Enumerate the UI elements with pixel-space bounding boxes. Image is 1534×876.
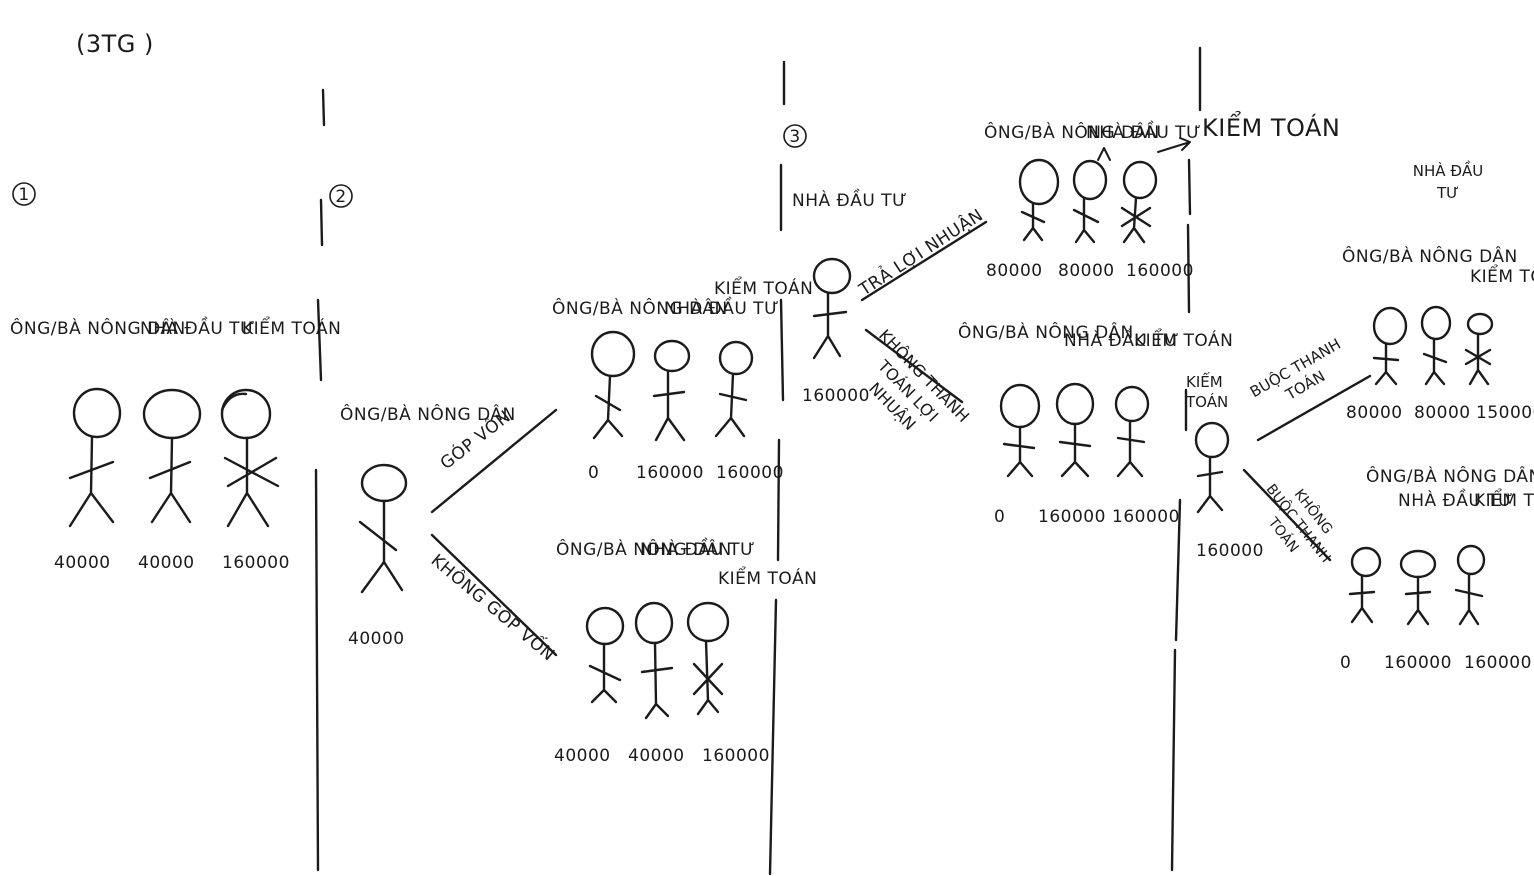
panel-4-top-player-farmer: ÔNG/BÀ NÔNG DÂN <box>1342 245 1518 267</box>
panel-4-bottom-payoff-investor: 160000 <box>1384 653 1452 673</box>
panel-3: 3 NHÀ ĐẦU TƯ 160000 TRẢ LỢI NHUẬN KHÔNG … <box>779 110 1341 527</box>
panel-2-branch-noinvest-label: KHÔNG GÓP VỐN <box>427 547 561 665</box>
stick-figure-head <box>814 259 850 293</box>
panel-4-top-figures <box>1374 307 1492 384</box>
panel-1-payoff-auditor: 160000 <box>222 553 290 573</box>
panel-3-number: 3 <box>789 127 800 147</box>
stick-figure-head <box>1401 551 1435 577</box>
panel-1-player-auditor: KIỂM TOÁN <box>242 315 341 339</box>
panel-3-decision-figure <box>814 259 850 358</box>
panel-1-number: 1 <box>18 185 29 205</box>
panel-2-decision-figure <box>360 465 406 592</box>
stick-figure-head <box>688 603 728 641</box>
stick-figure-head <box>587 608 623 644</box>
panel-4-top-payoff-auditor: 150000 <box>1476 403 1534 423</box>
panel-4-bottom-figures <box>1350 546 1484 624</box>
panel-2: 2 ÔNG/BÀ NÔNG DÂN 40000 GÓP VỐN KHÔNG GÓ… <box>330 185 817 766</box>
stick-figure-head <box>144 390 200 438</box>
panel-4-top-note: NHÀ ĐẦU TƯ <box>1408 160 1488 204</box>
stick-figure-head <box>1057 384 1093 424</box>
panel-4-top-note-wrap: NHÀ ĐẦU TƯ <box>1408 160 1498 220</box>
panel-3-top-figures <box>1020 160 1156 242</box>
panel-4: NHÀ ĐẦU TƯ KIỂM TOÁN 160000 BUỘC THANH T… <box>1186 160 1534 673</box>
stick-figure-head <box>1074 161 1106 199</box>
stick-figure-head <box>1468 314 1492 334</box>
panel-4-bottom-payoff-farmer: 0 <box>1340 653 1351 673</box>
panel-2-top-figures <box>592 332 752 440</box>
stick-figure-head <box>1116 387 1148 421</box>
panel-2-top-payoff-investor: 160000 <box>636 463 704 483</box>
panel-4-decision-figure <box>1196 423 1228 512</box>
panel-3-bottom-payoff-farmer: 0 <box>994 507 1005 527</box>
panel-4-branch-noforce-wrap: KHÔNG BUỘC THANH TOÁN <box>1220 469 1352 603</box>
stick-figure-head <box>1422 307 1450 339</box>
panel-3-branch-pay-label: TRẢ LỢI NHUẬN <box>853 203 987 301</box>
stick-figure-head <box>1374 308 1406 344</box>
sheet-title: (3TG ) <box>76 30 154 58</box>
panel-4-decision-maker: KIỂM TOÁN <box>1186 372 1242 412</box>
stick-figure-head <box>655 341 689 371</box>
panel-2-bottom-payoff-investor: 40000 <box>628 746 685 766</box>
stick-figure-head <box>636 603 672 643</box>
panel-1-player-investor: NHÀ ĐẦU TƯ <box>140 315 255 339</box>
panel-3-bottom-payoff-investor: 160000 <box>1038 507 1106 527</box>
panel-3-top-payoff-investor: 80000 <box>1058 261 1115 281</box>
panel-1-payoff-investor: 40000 <box>138 553 195 573</box>
panel-3-branch-nopay-wrap: KHÔNG THANH TOÁN LỢI NHUẬN <box>779 322 984 527</box>
panel-3-decision-maker: NHÀ ĐẦU TƯ <box>792 187 907 211</box>
panel-4-branch-force-wrap: BUỘC THANH TOÁN <box>1237 325 1385 451</box>
stick-figure-head <box>1020 160 1058 204</box>
panel-4-bottom-payoff-auditor: 160000 <box>1464 653 1532 673</box>
panel-2-bottom-payoff-farmer: 40000 <box>554 746 611 766</box>
panel-4-top-player-auditor: KIỂM TOÁN <box>1470 263 1534 287</box>
stick-figure-head <box>74 389 120 437</box>
panel-1: 1 ÔNG/BÀ NÔNG DÂN NHÀ ĐẦU TƯ KIỂM TOÁN 4… <box>10 183 341 573</box>
stick-figure-head <box>592 332 634 376</box>
panel-2-top-payoff-farmer: 0 <box>588 463 599 483</box>
stick-figure-head <box>1352 548 1380 576</box>
panel-4-bottom-player-farmer: ÔNG/BÀ NÔNG DÂN <box>1366 465 1534 487</box>
panel-3-top-payoff-auditor: 160000 <box>1126 261 1194 281</box>
stick-figure-head <box>1124 162 1156 198</box>
stick-figure-head <box>362 465 406 501</box>
panel-2-decision-value: 40000 <box>348 629 405 649</box>
stick-figure-head <box>222 390 270 438</box>
panel-4-bottom-player-auditor: KIỂM TOÁN <box>1474 487 1534 511</box>
panel-2-bottom-player-investor: NHÀ ĐẦU TƯ <box>640 536 755 560</box>
panel-2-bottom-player-auditor: KIỂM TOÁN <box>718 565 817 589</box>
stick-figure-head <box>1001 385 1039 427</box>
panel-4-top-payoff-investor: 80000 <box>1414 403 1471 423</box>
panel-2-top-payoff-auditor: 160000 <box>716 463 784 483</box>
panel-2-number: 2 <box>335 187 346 207</box>
stick-figure-head <box>1196 423 1228 457</box>
panel-3-bottom-player-auditor: KIỂM TOÁN <box>1134 327 1233 351</box>
panel-3-top-payoff-farmer: 80000 <box>986 261 1043 281</box>
panel-3-bottom-payoff-auditor: 160000 <box>1112 507 1180 527</box>
panel-4-branch-noforce-label: KHÔNG BUỘC THANH TOÁN <box>1246 469 1350 580</box>
panel-3-branch-nopay-label: KHÔNG THANH TOÁN LỢI NHUẬN <box>839 322 977 461</box>
panel-4-decision-maker-wrap: KIỂM TOÁN <box>1186 372 1248 420</box>
stick-figure-head <box>720 342 752 374</box>
stick-figure-head <box>1458 546 1484 574</box>
panel-1-payoff-farmer: 40000 <box>54 553 111 573</box>
panel-2-bottom-payoff-auditor: 160000 <box>702 746 770 766</box>
panel-3-arrow-label: KIỂM TOÁN <box>1202 110 1340 142</box>
panel-4-top-payoff-farmer: 80000 <box>1346 403 1403 423</box>
panel-2-bottom-figures <box>587 603 728 718</box>
panel-1-stick-figures <box>70 389 278 526</box>
panel-2-top-player-auditor: KIỂM TOÁN <box>714 275 813 299</box>
panel-4-branch-force-label: BUỘC THANH TOÁN <box>1237 328 1364 425</box>
panel-3-bottom-figures <box>1001 384 1148 476</box>
